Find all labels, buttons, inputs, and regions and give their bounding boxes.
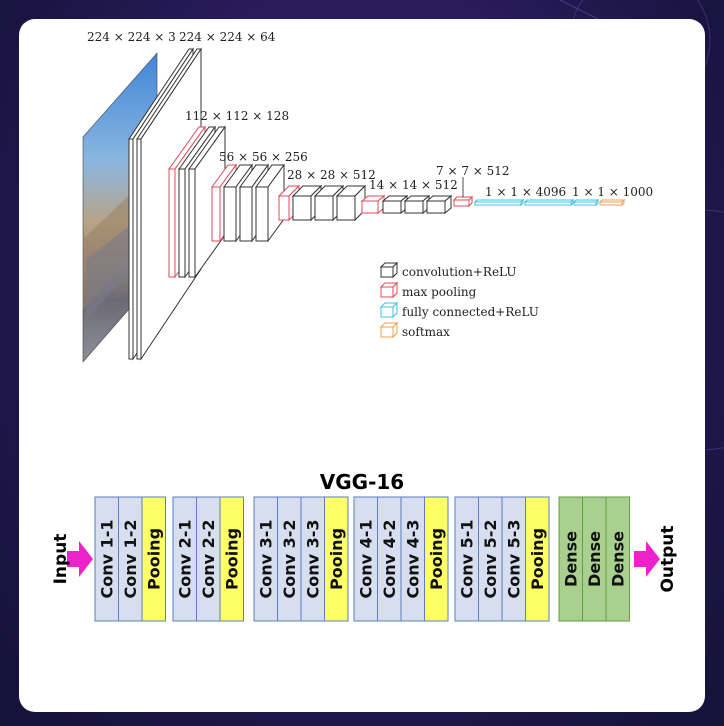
dim-label-input: 224 × 224 × 3	[87, 30, 176, 44]
slide-card: 224 × 224 × 3 224 × 224 × 64 112 × 112 ×…	[19, 19, 705, 712]
legend-label: max pooling	[402, 285, 477, 299]
legend-key-softmax	[379, 321, 399, 339]
layer-label: Dense	[608, 531, 627, 587]
fc-block	[523, 198, 575, 207]
dim-label-conv2: 112 × 112 × 128	[185, 109, 289, 123]
conv-block	[425, 194, 453, 215]
pooling-layer	[219, 496, 244, 622]
dim-label-conv3: 56 × 56 × 256	[219, 150, 308, 164]
conv-block	[403, 194, 431, 215]
fc-block	[572, 198, 600, 207]
layer-label: Conv 3-3	[303, 519, 322, 598]
dim-label-fc1: 1 × 1 × 4096	[485, 185, 566, 199]
layer-label: Conv 2-2	[199, 519, 218, 598]
layer-label: Conv 5-1	[457, 519, 476, 598]
dim-label-conv5: 14 × 14 × 512	[369, 178, 458, 192]
legend-key-conv	[379, 261, 399, 279]
pooling-layer	[324, 496, 349, 622]
dim-label-conv4: 28 × 28 × 512	[287, 168, 376, 182]
softmax-block	[598, 198, 626, 207]
layer-label: Conv 4-2	[380, 519, 399, 598]
input-arrow	[67, 541, 93, 577]
layer-label: Pooing	[144, 528, 163, 590]
dim-label-fc3: 1 × 1 × 1000	[572, 185, 653, 199]
dim-label-pool5: 7 × 7 × 512	[436, 164, 510, 178]
layer-label: Conv 5-2	[481, 519, 500, 598]
layer-label: Pooing	[427, 528, 446, 590]
output-label: Output	[658, 525, 678, 592]
layer-label: Conv 5-3	[504, 519, 523, 598]
legend-label: fully connected+ReLU	[402, 305, 539, 319]
fc-block	[473, 198, 525, 207]
layer-label: Dense	[561, 531, 580, 587]
layer-label: Conv 3-2	[280, 519, 299, 598]
layer-label: Conv 1-2	[121, 519, 140, 598]
vgg-diagram: 224 × 224 × 3 224 × 224 × 64 112 × 112 ×…	[51, 30, 678, 622]
legend-label: convolution+ReLU	[402, 265, 516, 279]
layer-label: Conv 4-1	[356, 519, 375, 598]
layer-label: Dense	[585, 531, 604, 587]
pool-block	[452, 195, 474, 208]
layer-label: Conv 3-1	[256, 519, 275, 598]
conv-block	[255, 163, 285, 243]
conv-block	[381, 194, 409, 215]
layer-label: Conv 2-1	[175, 519, 194, 598]
conv-block	[335, 184, 367, 222]
dense-layer	[605, 496, 630, 622]
output-arrow	[634, 541, 660, 577]
pooling-layer	[424, 496, 449, 622]
layer-label: Pooing	[528, 528, 547, 590]
legend-key-fc	[379, 301, 399, 319]
dim-label-conv1: 224 × 224 × 64	[179, 30, 276, 44]
pooling-layer	[141, 496, 166, 622]
legend-key-pool	[379, 281, 399, 299]
layer-label: Conv 4-3	[403, 519, 422, 598]
vgg16-title: VGG-16	[320, 470, 404, 494]
layer-label: Pooing	[327, 528, 346, 590]
layer-label: Pooing	[222, 528, 241, 590]
legend-label: softmax	[402, 325, 450, 339]
pooling-layer	[525, 496, 550, 622]
input-label: Input	[51, 534, 71, 585]
pool-block	[360, 194, 386, 215]
layer-label: Conv 1-1	[97, 519, 116, 598]
